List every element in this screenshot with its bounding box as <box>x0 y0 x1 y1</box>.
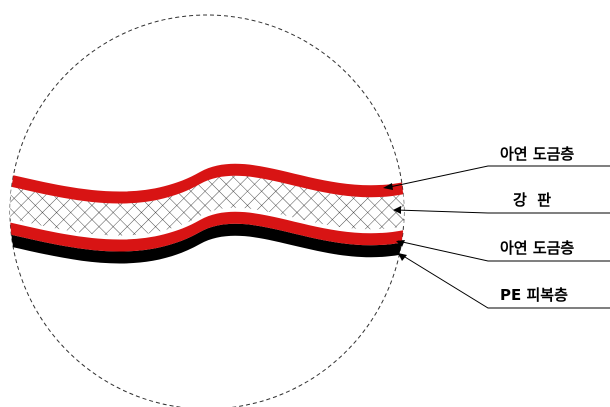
leader-zinc-bottom <box>397 240 610 262</box>
arrow-zinc-top <box>383 183 393 190</box>
leader-lines <box>384 165 610 309</box>
label-pe: PE 피복층 <box>500 286 568 304</box>
leader-pe <box>399 253 610 309</box>
bottom-zinc-layer <box>10 211 404 252</box>
arrow-zinc-bottom <box>396 240 405 247</box>
arrow-steel <box>393 206 401 214</box>
arrow-pe <box>398 253 407 261</box>
pe-coating-layer <box>10 223 404 264</box>
label-zinc-bottom: 아연 도금층 <box>500 239 574 257</box>
arrow-heads <box>383 183 407 261</box>
top-zinc-layer <box>10 163 404 204</box>
leader-zinc-top <box>384 165 610 189</box>
leader-steel <box>395 209 610 214</box>
label-steel: 강 판 <box>513 191 551 209</box>
layer-stack <box>10 163 404 264</box>
label-zinc-top: 아연 도금층 <box>500 145 574 163</box>
steel-plate-layer <box>10 175 404 236</box>
